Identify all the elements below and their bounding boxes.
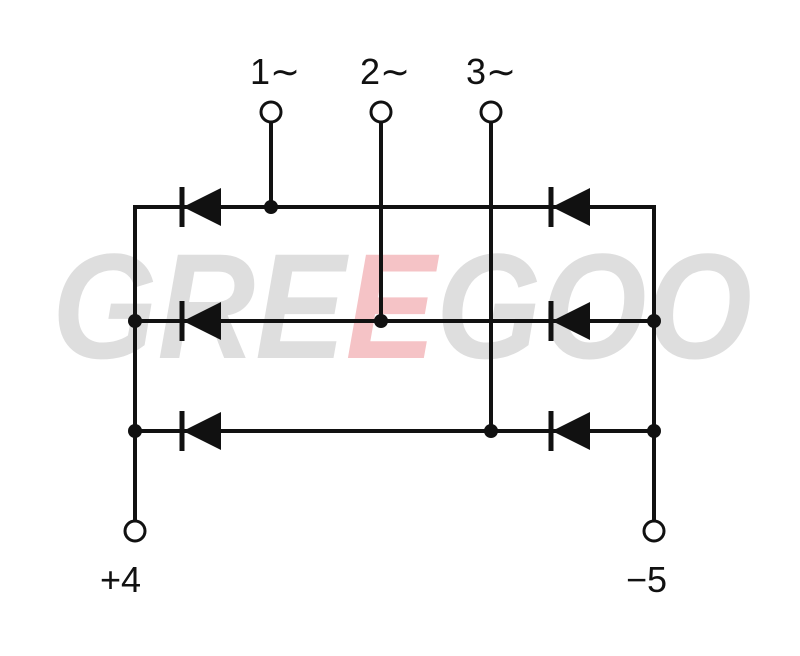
terminal-5-icon bbox=[642, 519, 666, 543]
diode-right-2 bbox=[548, 301, 590, 341]
outer-rails bbox=[133, 205, 656, 521]
junction-dots bbox=[128, 200, 661, 438]
label-terminal-4: +4 bbox=[100, 559, 141, 600]
terminal-4-icon bbox=[123, 519, 147, 543]
diode-left-3 bbox=[179, 411, 221, 451]
diode-left-2 bbox=[179, 301, 221, 341]
terminal-3-icon bbox=[479, 100, 503, 124]
label-terminal-5: −5 bbox=[626, 559, 667, 600]
label-terminal-3: 3∼ bbox=[466, 51, 516, 92]
watermark-logo: GREEGOO bbox=[52, 222, 752, 390]
diode-right-1 bbox=[548, 187, 590, 227]
terminal-1-icon bbox=[259, 100, 283, 124]
diode-left-1 bbox=[179, 187, 221, 227]
label-terminal-2: 2∼ bbox=[360, 51, 410, 92]
diode-right-3 bbox=[548, 411, 590, 451]
terminal-2-icon bbox=[369, 100, 393, 124]
label-terminal-1: 1∼ bbox=[250, 51, 300, 92]
